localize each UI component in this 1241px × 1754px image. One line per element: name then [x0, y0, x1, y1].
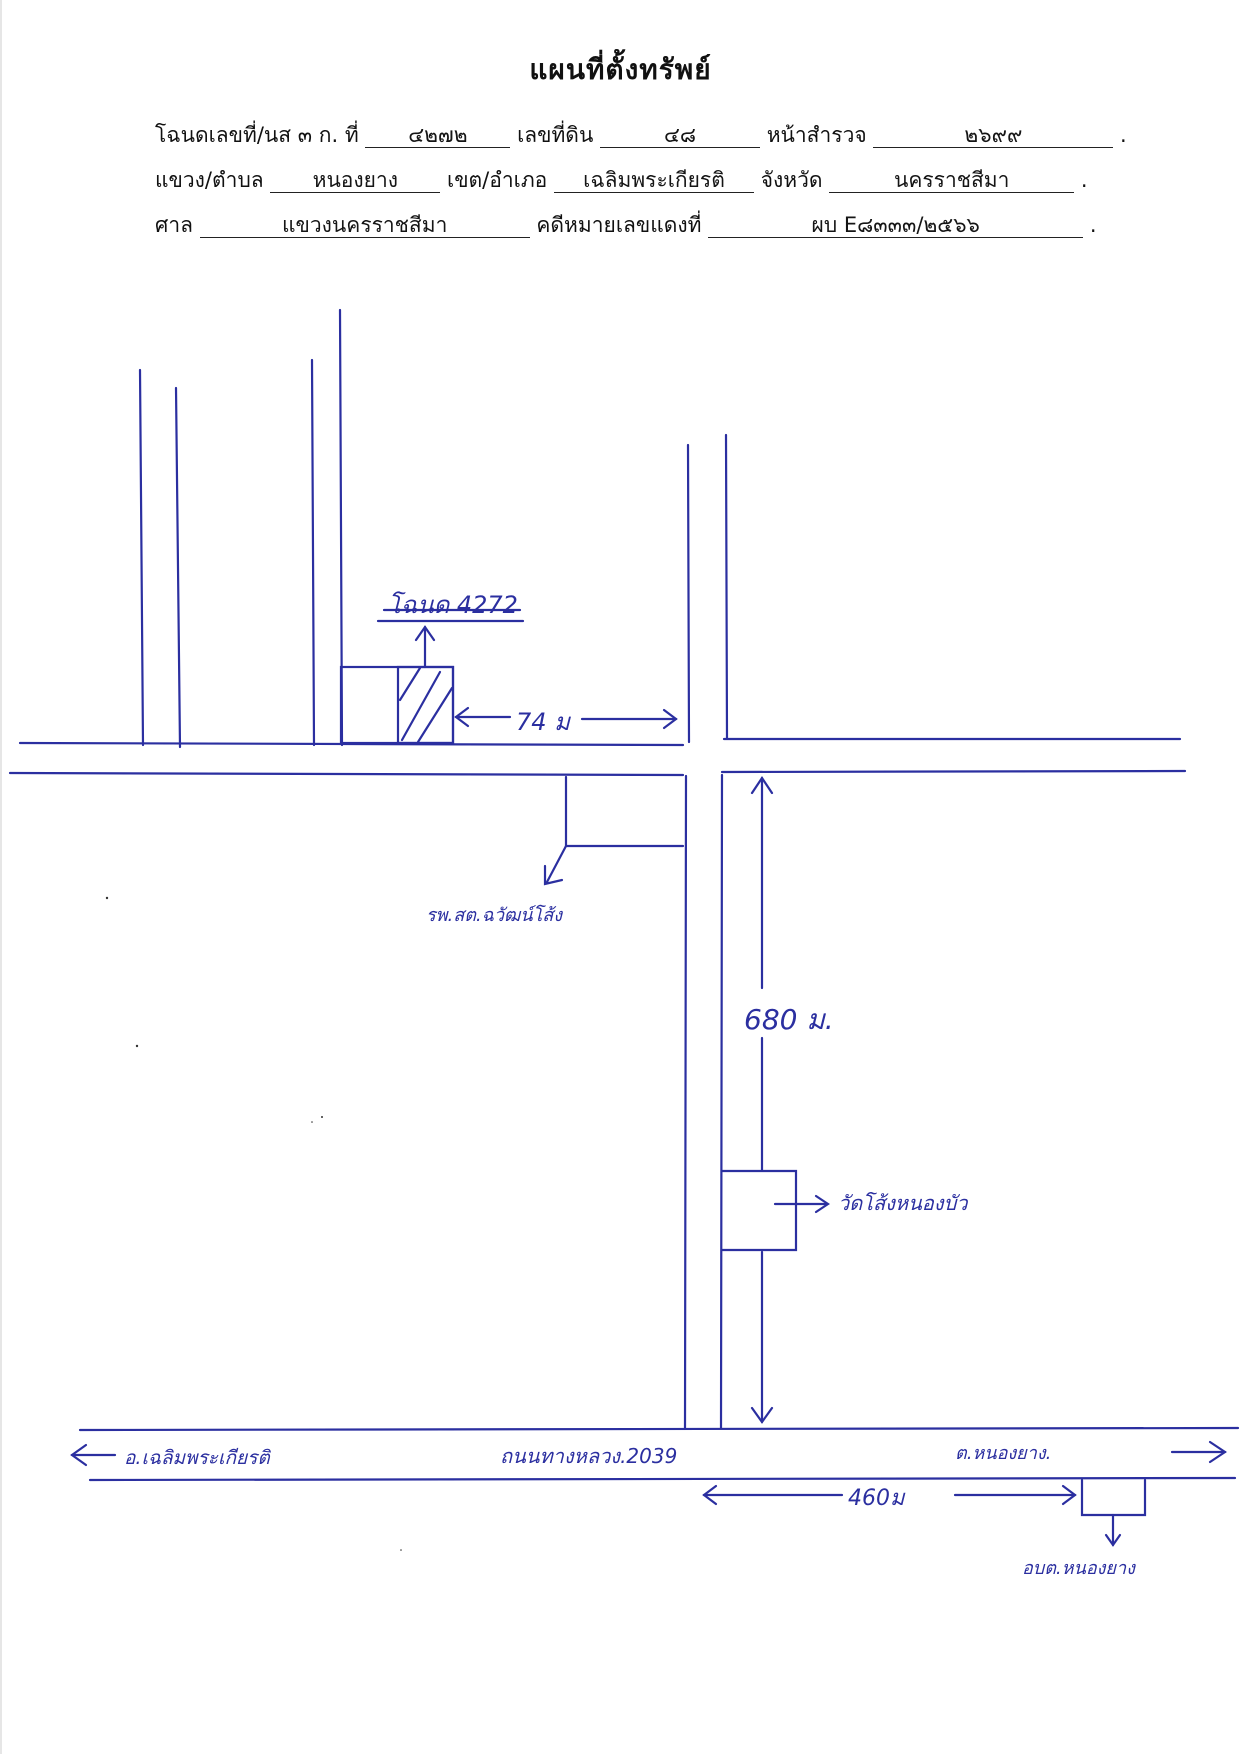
court-value: แขวงนครราชสีมา	[199, 213, 530, 238]
vertical-road-right	[719, 773, 724, 1430]
lane-line-3	[310, 358, 316, 747]
temple-arrow-head	[814, 1194, 830, 1214]
dim680-head-bottom	[750, 1406, 774, 1424]
hatch-1	[400, 670, 442, 742]
lane-line-1	[138, 368, 145, 747]
deed-arrow-head	[414, 625, 436, 642]
court-label: ศาล	[155, 213, 193, 237]
lane-line-2	[174, 386, 182, 749]
dim74-head-left	[454, 706, 470, 728]
deed-label: โฉนดเลขที่/นส ๓ ก. ที่	[155, 123, 359, 147]
map-left-direction-label: อ.เฉลิมพระเกียรติ	[124, 1447, 270, 1469]
header-row-location: แขวง/ตำบล หนองยาง เขต/อำเภอ เฉลิมพระเกีย…	[155, 165, 1088, 195]
temple-box	[720, 1169, 798, 1252]
hospital-arrow-head	[543, 864, 564, 886]
dim460-head-right	[1061, 1484, 1077, 1506]
case-label: คดีหมายเลขแดงที่	[536, 213, 702, 237]
sao-arrow-head	[1104, 1533, 1122, 1547]
header-row-court: ศาล แขวงนครราชสีมา คดีหมายเลขแดงที่ ผบ E…	[155, 210, 1097, 240]
deed-value: ๔๒๗๒	[365, 123, 511, 148]
row2-end: .	[1080, 168, 1088, 192]
district-label: เขต/อำเภอ	[447, 168, 548, 192]
row3-end: .	[1089, 213, 1097, 237]
hospital-box	[564, 775, 685, 848]
hatch-3	[398, 666, 422, 702]
land-no-value: ๔๘	[600, 123, 760, 148]
map-deed-label: โฉนด 4272	[388, 591, 518, 619]
dim680-head-top	[750, 776, 774, 795]
map-sao-label: อบต.หนองยาง	[1022, 1558, 1135, 1579]
province-value: นครราชสีมา	[829, 168, 1075, 193]
highway-top	[78, 1426, 1240, 1432]
map-road-label: ถนนทางหลวง.2039	[500, 1444, 678, 1468]
hatch-2	[416, 686, 454, 744]
header-row-deed: โฉนดเลขที่/นส ๓ ก. ที่ ๔๒๗๒ เลขที่ดิน ๔๘…	[155, 120, 1127, 150]
map-distance-74: 74 ม	[516, 708, 570, 736]
dim460-head-left	[702, 1484, 718, 1506]
land-no-label: เลขที่ดิน	[517, 123, 594, 147]
survey-page-value: ๒๖๙๙	[873, 123, 1114, 148]
highway-bottom	[88, 1476, 1237, 1482]
sao-box	[1080, 1478, 1147, 1517]
case-value: ผบ E๘๓๓๓/๒๕๖๖	[708, 213, 1084, 238]
left-direction-head	[70, 1443, 88, 1467]
map-hospital-label: รพ.สต.ฉวัฒน์โส้ง	[426, 905, 563, 926]
right-direction-head	[1208, 1440, 1227, 1464]
page-edge	[0, 0, 2, 1754]
map-distance-680: 680 ม.	[744, 1003, 834, 1036]
district-value: เฉลิมพระเกียรติ	[554, 168, 754, 193]
map-right-direction-label: ต.หนองยาง.	[955, 1443, 1052, 1464]
vertical-road-left	[683, 774, 688, 1430]
province-label: จังหวัด	[760, 168, 823, 192]
row1-end: .	[1120, 123, 1127, 147]
page-title: แผนที่ตั้งทรัพย์	[529, 53, 712, 86]
survey-page-label: หน้าสำรวจ	[766, 123, 867, 147]
hospital-arrow	[545, 844, 568, 884]
map-distance-460: 460ม	[848, 1486, 905, 1511]
dim74-head-right	[662, 708, 678, 730]
vertical-road-left-top	[686, 443, 691, 744]
vertical-road-right-top	[724, 433, 729, 740]
subdistrict-label: แขวง/ตำบล	[155, 168, 264, 192]
map-temple-label: วัดโส้งหนองบัว	[838, 1191, 968, 1215]
upper-road-bottom-left	[8, 771, 685, 777]
subdistrict-value: หนองยาง	[270, 168, 441, 193]
upper-road-bottom-right	[720, 769, 1187, 774]
